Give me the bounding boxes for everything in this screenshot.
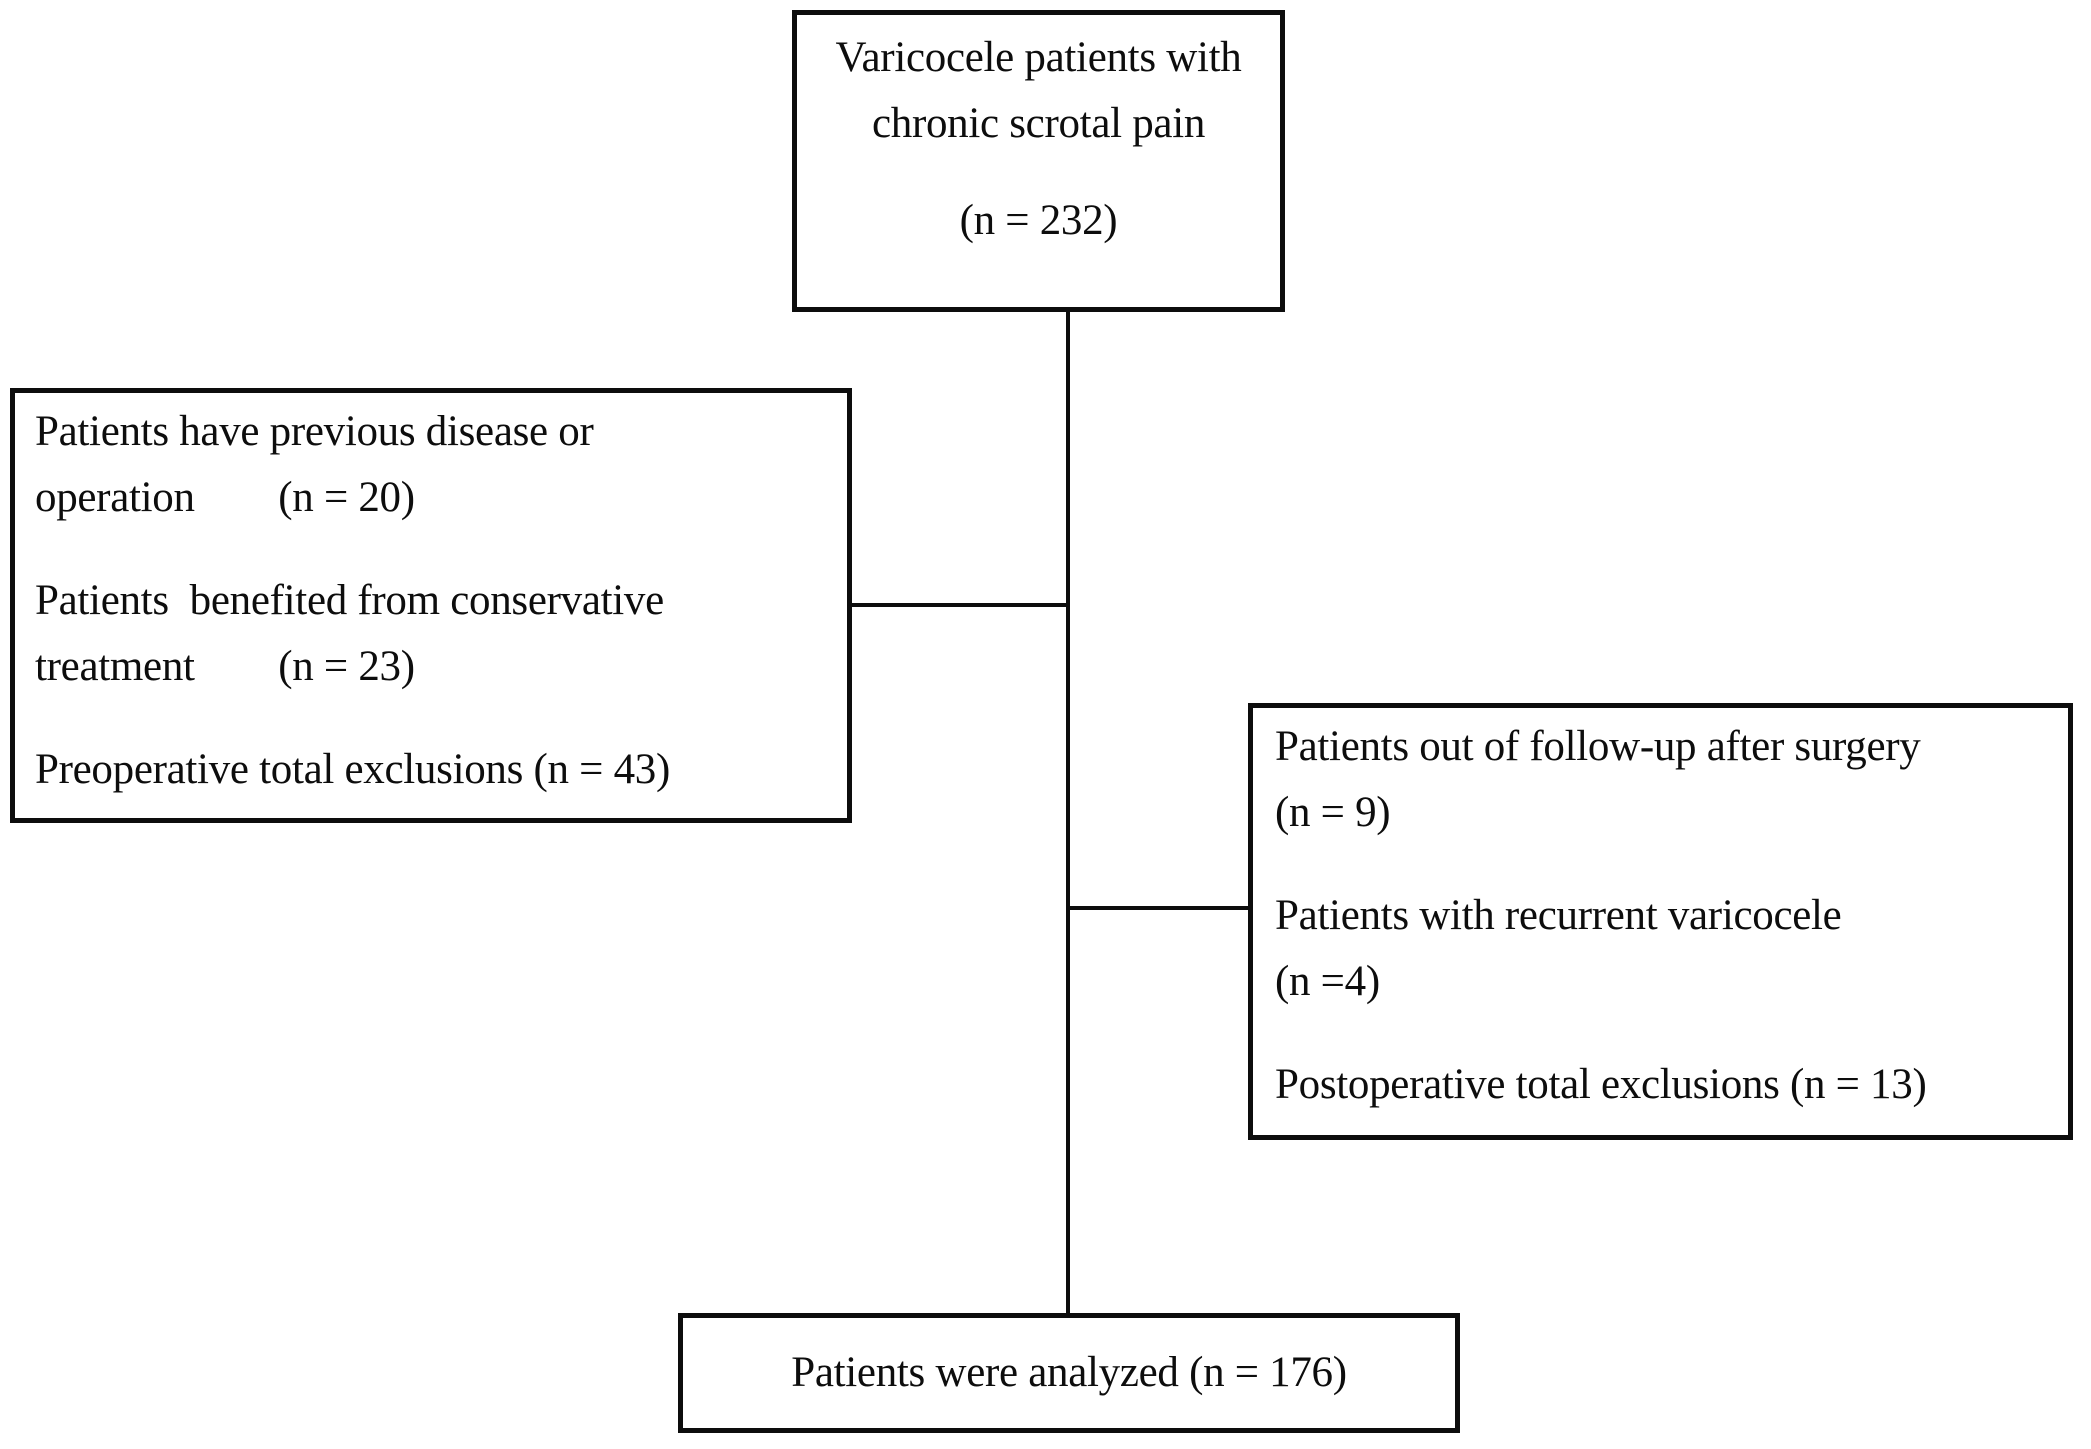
postop-item-2-line-2: (n =4) — [1275, 958, 1380, 1005]
postop-exclusion-item-1: Patients out of follow-up after surgery … — [1275, 714, 2046, 846]
preop-total-line: Preoperative total exclusions (n = 43) — [35, 746, 670, 793]
postop-exclusion-total: Postoperative total exclusions (n = 13) — [1275, 1052, 2046, 1118]
preop-item-2-line-1: Patients benefited from conservative — [35, 577, 664, 624]
postoperative-exclusions-box: Patients out of follow-up after surgery … — [1248, 703, 2073, 1140]
postop-exclusion-item-2: Patients with recurrent varicocele (n =4… — [1275, 883, 2046, 1015]
postop-item-1-line-2: (n = 9) — [1275, 789, 1391, 836]
preop-exclusion-total: Preoperative total exclusions (n = 43) — [35, 737, 827, 803]
postop-item-1-line-1: Patients out of follow-up after surgery — [1275, 723, 1921, 770]
enrolled-count: (n = 232) — [959, 197, 1118, 244]
preop-item-2-line-2: treatment (n = 23) — [35, 643, 415, 690]
preoperative-exclusions-box: Patients have previous disease or operat… — [10, 388, 852, 823]
enrolled-line-2: chronic scrotal pain — [871, 100, 1206, 147]
preop-exclusion-item-1: Patients have previous disease or operat… — [35, 399, 827, 531]
postop-item-2-line-1: Patients with recurrent varicocele — [1275, 892, 1842, 939]
preop-item-1-line-2: operation (n = 20) — [35, 474, 415, 521]
enrolled-line-1: Varicocele patients with — [835, 34, 1242, 81]
analyzed-count-line: Patients were analyzed (n = 176) — [791, 1349, 1347, 1396]
vertical-spine-line — [1066, 312, 1070, 1313]
postop-total-line: Postoperative total exclusions (n = 13) — [1275, 1061, 1927, 1108]
enrolled-patients-box: Varicocele patients with chronic scrotal… — [792, 10, 1285, 312]
analyzed-patients-box: Patients were analyzed (n = 176) — [678, 1313, 1460, 1433]
preop-item-1-line-1: Patients have previous disease or — [35, 408, 594, 455]
left-branch-line — [850, 603, 1068, 607]
preop-exclusion-item-2: Patients benefited from conservative tre… — [35, 568, 827, 700]
right-branch-line — [1068, 906, 1251, 910]
